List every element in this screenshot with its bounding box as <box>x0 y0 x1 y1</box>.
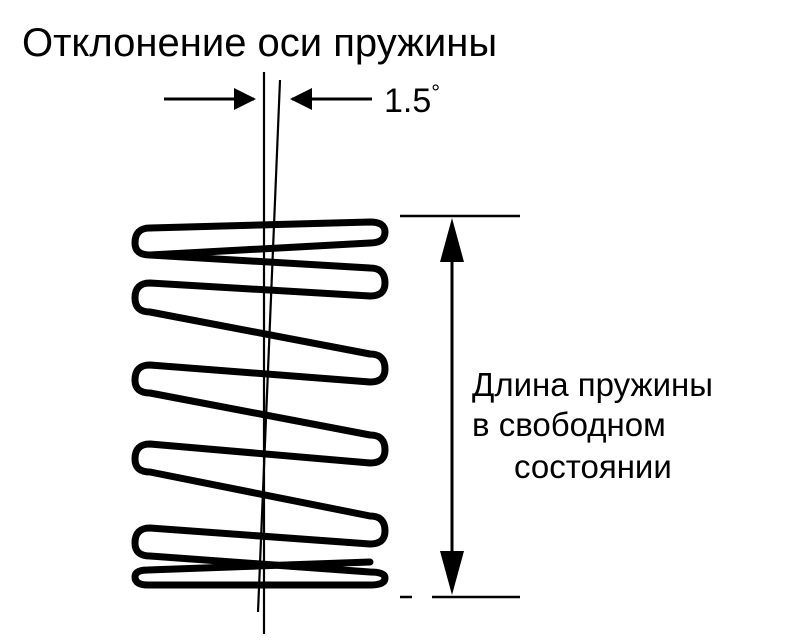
free-length-label-line3: состоянии <box>514 448 672 485</box>
spring-axis-line <box>256 79 282 613</box>
angle-value: 1.5 <box>384 82 431 120</box>
angle-dimension <box>164 88 372 110</box>
angle-unit: ° <box>431 80 440 105</box>
angle-value-label: 1.5° <box>384 80 440 120</box>
diagram-title: Отклонение оси пружины <box>22 21 497 65</box>
coil-spring <box>131 218 389 589</box>
free-length-label-line2: в свободном <box>472 406 666 443</box>
free-length-dimension <box>400 214 520 599</box>
free-length-label-line1: Длина пружины <box>472 366 713 403</box>
